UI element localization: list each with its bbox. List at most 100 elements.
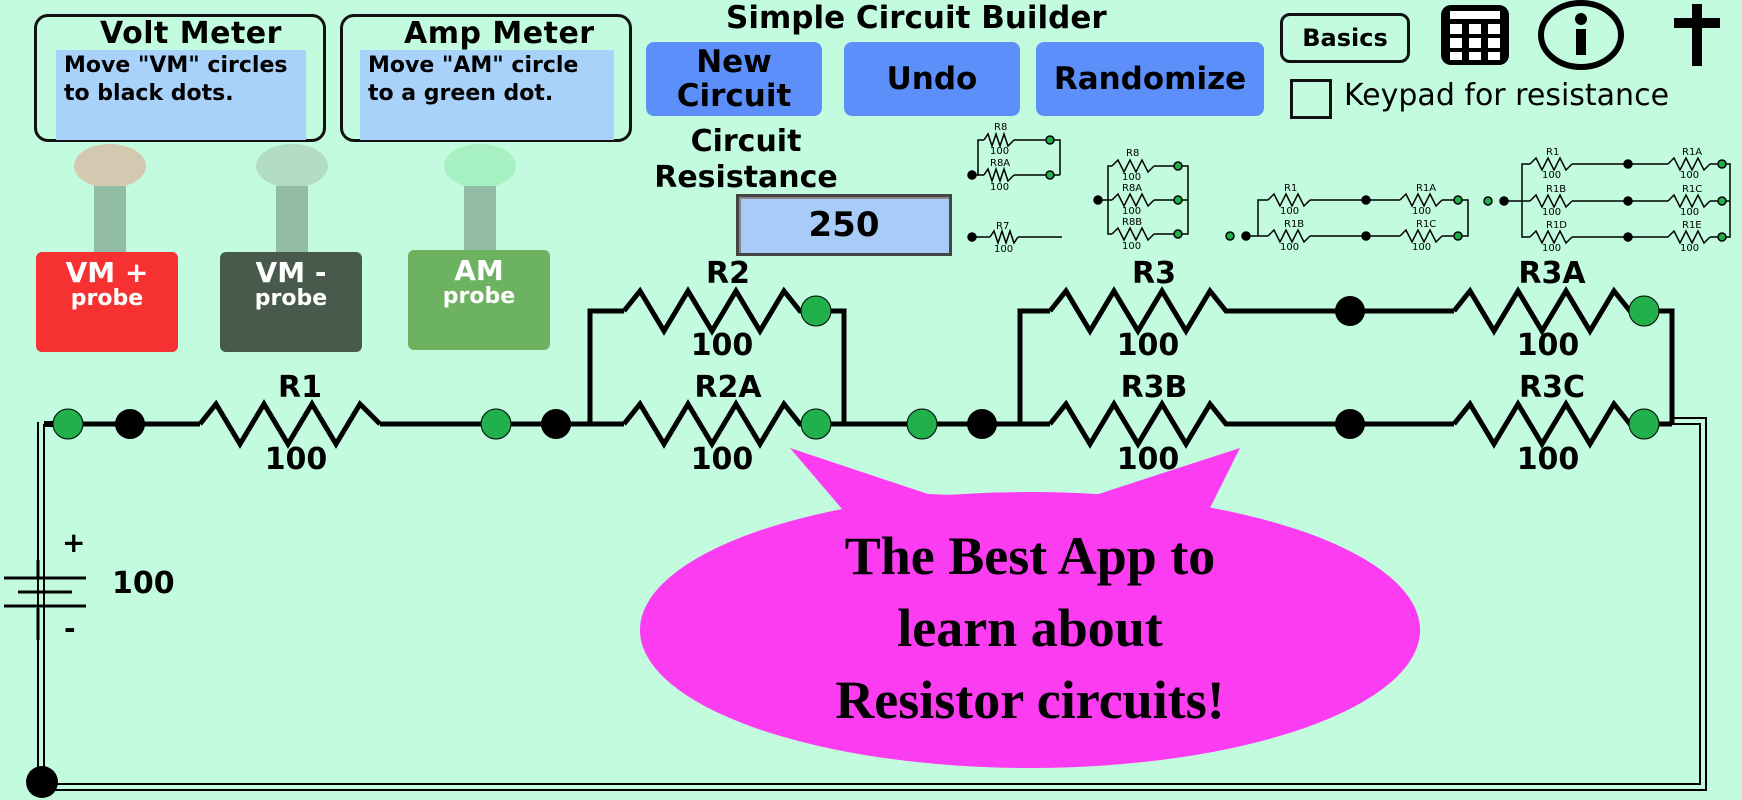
battery-voltage[interactable]: 100	[112, 566, 175, 601]
template-label: R1A	[1416, 183, 1436, 194]
resistor-r1-name: R1	[278, 370, 322, 405]
volt-meter-title: Volt Meter	[100, 16, 282, 51]
vm-minus-probe[interactable]: VM - probe	[220, 252, 362, 352]
green-node[interactable]	[1628, 295, 1660, 327]
template-label: R8A	[990, 158, 1010, 169]
resistor-r2-symbol	[622, 286, 816, 336]
calculator-icon[interactable]	[1438, 2, 1512, 68]
resistor-r3b-name: R3B	[1120, 370, 1188, 405]
volt-meter-box	[34, 14, 326, 142]
green-node[interactable]	[800, 408, 832, 440]
app-title: Simple Circuit Builder	[726, 0, 1107, 36]
new-circuit-button[interactable]: New Circuit	[646, 42, 822, 116]
resistor-r3a-value[interactable]: 100	[1516, 328, 1580, 363]
template-label: R1A	[1682, 147, 1702, 158]
probe-label: VM -	[255, 256, 327, 289]
amp-meter-box	[340, 14, 632, 142]
promo-text: The Best App to learn about Resistor cir…	[760, 520, 1300, 736]
template-thumbnails	[967, 131, 1731, 246]
circuit-resistance-label: Circuit Resistance	[654, 124, 838, 195]
black-node[interactable]	[1335, 296, 1365, 326]
circuit-nodes	[26, 295, 1660, 798]
probe-sublabel: probe	[442, 284, 516, 309]
green-node[interactable]	[906, 408, 938, 440]
vm-minus-probe-handle[interactable]	[256, 144, 328, 188]
black-node[interactable]	[115, 409, 145, 439]
template-label: R1	[1546, 147, 1559, 158]
green-node[interactable]	[1628, 408, 1660, 440]
cross-icon[interactable]	[1672, 2, 1722, 68]
vm-plus-probe-stem	[94, 186, 126, 252]
am-probe-handle[interactable]	[444, 144, 516, 188]
resistor-r2a-value[interactable]: 100	[690, 442, 754, 477]
battery-symbol	[4, 576, 86, 608]
battery-minus-label: -	[64, 612, 76, 645]
vm-plus-probe[interactable]: VM + probe	[36, 252, 178, 352]
circuit-resistance-value: 250	[736, 194, 952, 256]
template-label: R8B	[1122, 217, 1142, 228]
keypad-checkbox[interactable]	[1290, 79, 1332, 119]
template-label: R1	[1284, 183, 1297, 194]
keypad-checkbox-label: Keypad for resistance	[1344, 78, 1670, 113]
probe-label: AM	[454, 254, 504, 287]
probe-sublabel: probe	[254, 286, 328, 311]
green-node[interactable]	[52, 408, 84, 440]
resistor-r1-value[interactable]: 100	[264, 442, 328, 477]
resistor-r3-value[interactable]: 100	[1116, 328, 1180, 363]
template-label: R1D	[1546, 220, 1567, 231]
template-label: 100	[1412, 206, 1431, 217]
am-probe-stem	[464, 186, 496, 252]
template-label: 100	[1122, 172, 1141, 183]
template-label: R1C	[1416, 219, 1436, 230]
info-icon[interactable]	[1538, 0, 1624, 70]
green-node[interactable]	[480, 408, 512, 440]
template-label: 100	[1680, 170, 1699, 181]
vm-plus-probe-handle[interactable]	[74, 144, 146, 188]
black-node[interactable]	[1335, 409, 1365, 439]
template-label: R7	[996, 221, 1009, 232]
template-label: R1B	[1284, 219, 1304, 230]
template-label: 100	[1680, 207, 1699, 218]
resistor-r3c-name: R3C	[1519, 370, 1585, 405]
template-label: 100	[1280, 242, 1299, 253]
resistor-r2-value[interactable]: 100	[690, 328, 754, 363]
black-node[interactable]	[967, 409, 997, 439]
template-1[interactable]	[967, 131, 1061, 184]
template-label: 100	[1280, 206, 1299, 217]
template-5[interactable]	[1483, 156, 1731, 245]
resistor-symbols	[198, 286, 1644, 449]
basics-button[interactable]: Basics	[1280, 13, 1410, 63]
resistor-r3-symbol	[1048, 286, 1244, 336]
vm-minus-probe-stem	[276, 186, 308, 252]
resistor-r3b-value[interactable]: 100	[1116, 442, 1180, 477]
template-4[interactable]	[1225, 192, 1469, 244]
template-label: 100	[1122, 206, 1141, 217]
template-2[interactable]	[967, 228, 1062, 246]
randomize-button[interactable]: Randomize	[1036, 42, 1264, 116]
black-node[interactable]	[26, 766, 58, 798]
template-label: 100	[1412, 242, 1431, 253]
probe-sublabel: probe	[70, 286, 144, 311]
green-node[interactable]	[800, 295, 832, 327]
resistor-r2-name: R2	[706, 256, 750, 291]
template-label: R1C	[1682, 184, 1702, 195]
black-node[interactable]	[541, 409, 571, 439]
template-label: R8A	[1122, 183, 1142, 194]
undo-button[interactable]: Undo	[844, 42, 1020, 116]
template-label: 100	[994, 244, 1013, 255]
amp-meter-title: Amp Meter	[404, 16, 595, 51]
template-label: 100	[990, 182, 1009, 193]
resistor-r3a-name: R3A	[1518, 256, 1586, 291]
promo-bubble	[640, 448, 1420, 768]
resistor-r2a-symbol	[622, 399, 816, 449]
probe-label: VM +	[65, 256, 149, 289]
resistor-r1-symbol	[198, 399, 382, 449]
template-label: R1B	[1546, 184, 1566, 195]
promo-line-2: learn about	[897, 598, 1163, 658]
template-label: R8	[1126, 148, 1139, 159]
resistor-r3c-value[interactable]: 100	[1516, 442, 1580, 477]
am-probe[interactable]: AM probe	[408, 250, 550, 350]
template-label: 100	[1680, 243, 1699, 254]
template-3[interactable]	[1093, 158, 1189, 242]
